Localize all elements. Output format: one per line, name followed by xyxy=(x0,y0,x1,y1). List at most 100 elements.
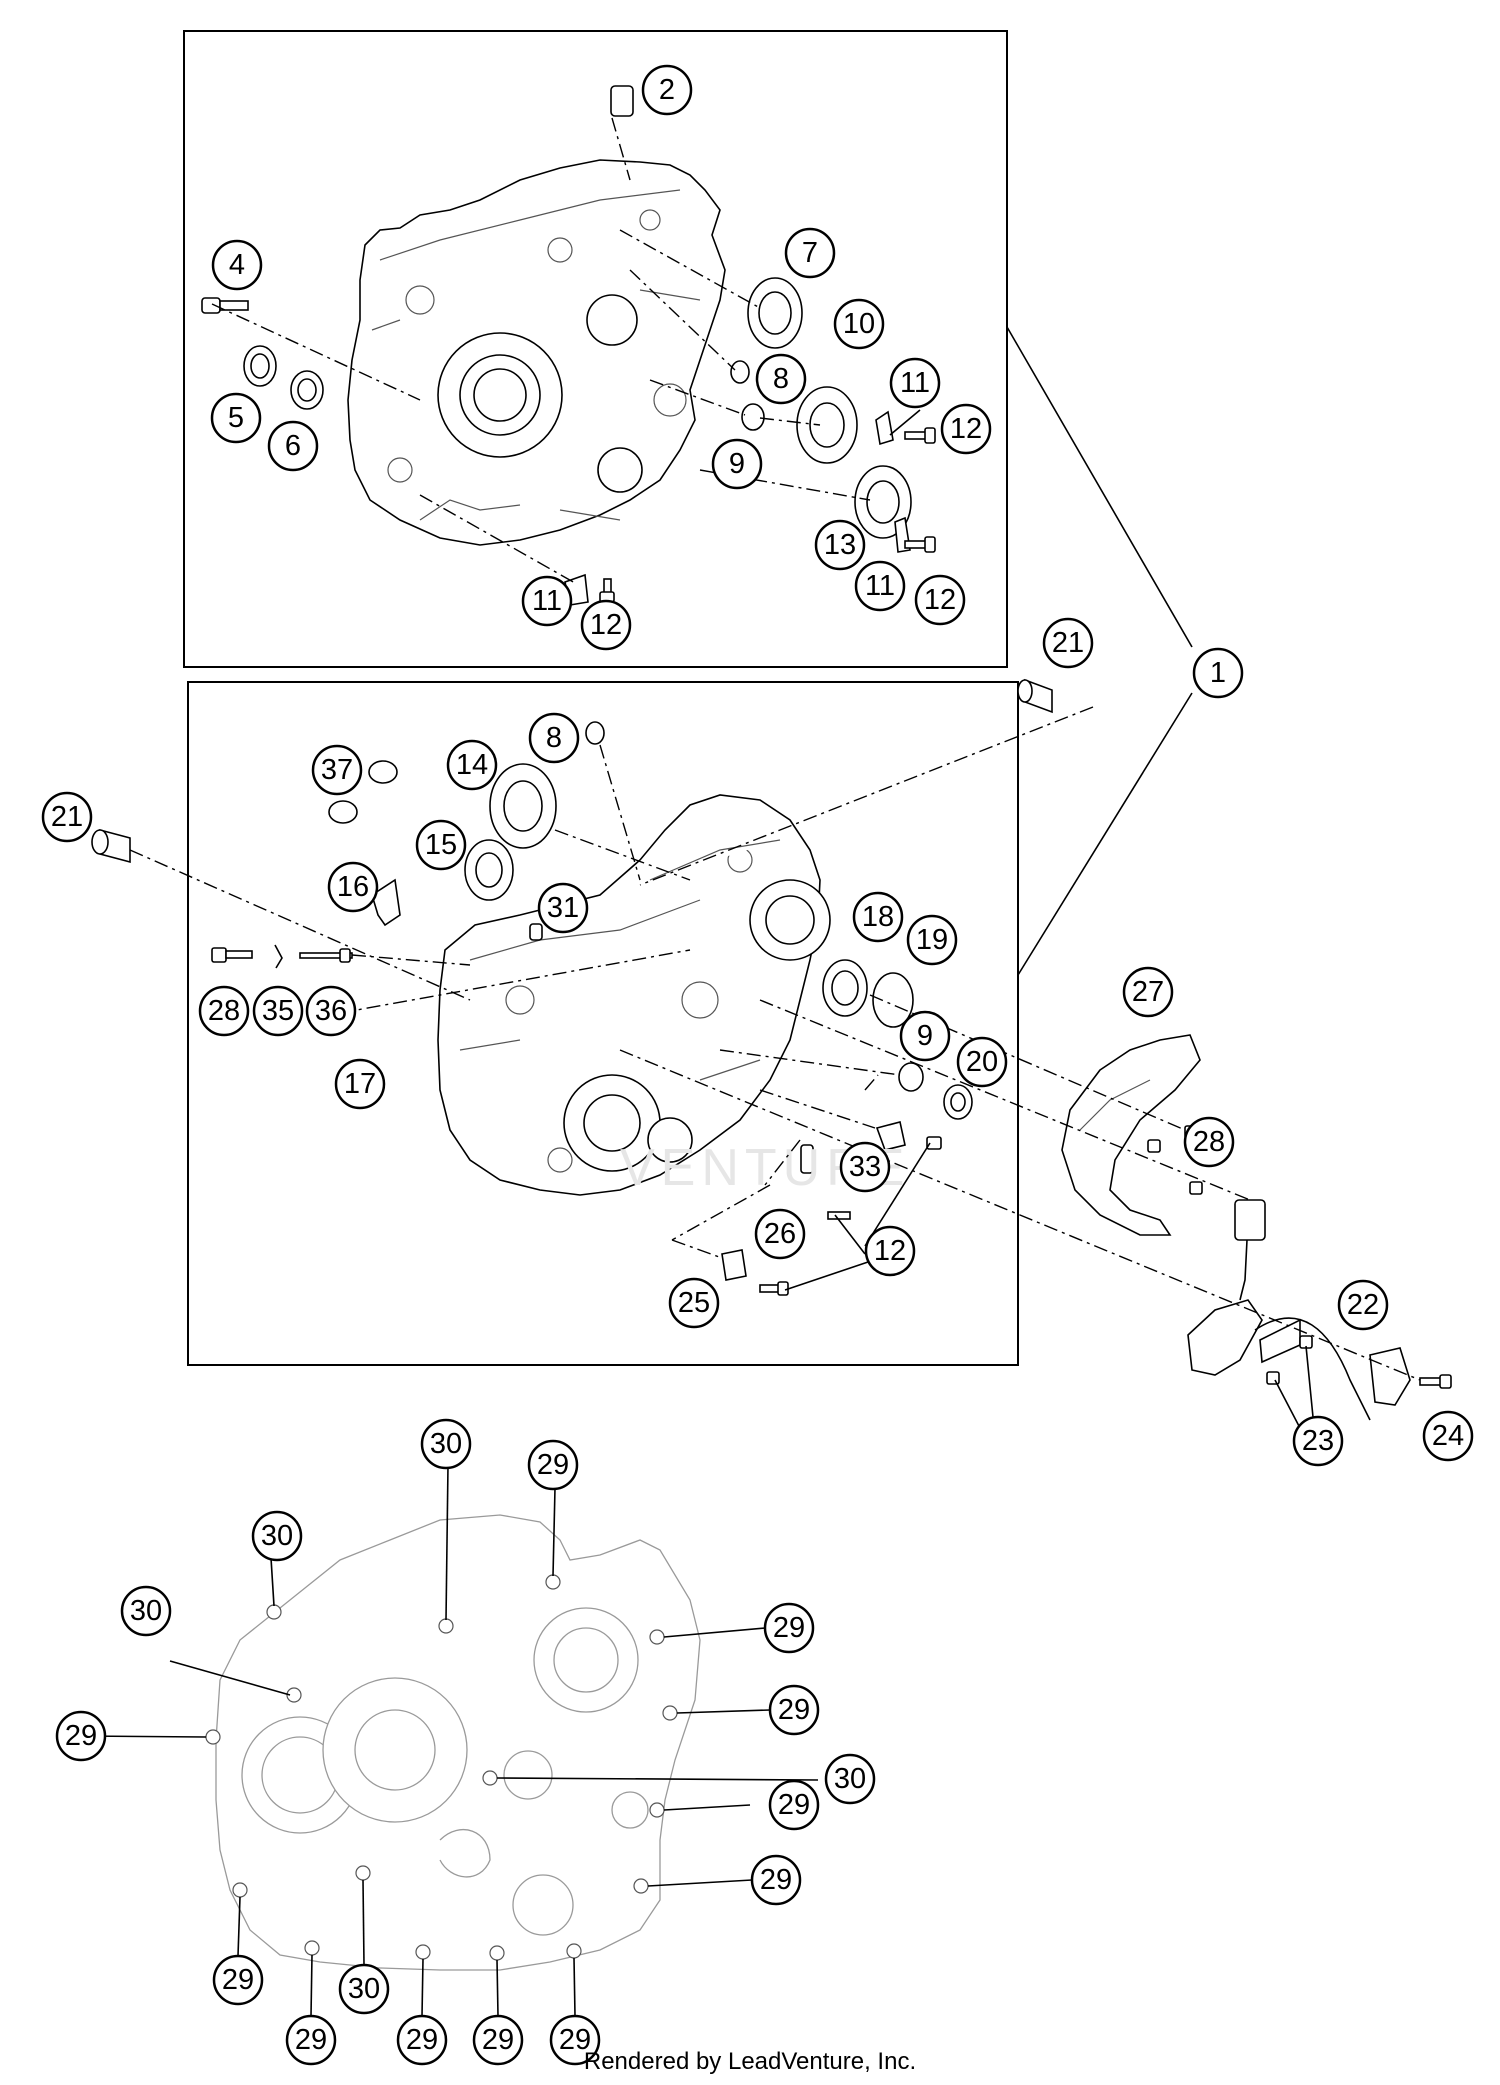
callout-20: 20 xyxy=(956,1036,1008,1088)
callout-12: 12 xyxy=(940,403,992,455)
callout-27: 27 xyxy=(1122,966,1174,1018)
svg-text:12: 12 xyxy=(924,584,956,616)
callout-29: 29 xyxy=(549,2014,601,2066)
svg-text:4: 4 xyxy=(229,249,245,281)
callout-9: 9 xyxy=(899,1010,951,1062)
callout-12: 12 xyxy=(914,574,966,626)
callout-17: 17 xyxy=(334,1058,386,1110)
callout-25: 25 xyxy=(668,1277,720,1329)
footer-credit: Rendered by LeadVenture, Inc. xyxy=(583,2048,917,2075)
callout-26: 26 xyxy=(754,1208,806,1260)
part-2-plug xyxy=(610,85,634,117)
callout-11: 11 xyxy=(889,357,941,409)
callout-15: 15 xyxy=(415,819,467,871)
svg-text:11: 11 xyxy=(532,585,562,617)
svg-text:29: 29 xyxy=(559,2024,591,2056)
upper-small-parts xyxy=(201,85,936,606)
svg-text:24: 24 xyxy=(1432,1420,1464,1452)
svg-text:20: 20 xyxy=(966,1046,998,1078)
callout-16: 16 xyxy=(327,861,379,913)
callout-6: 6 xyxy=(267,420,319,472)
callout-11: 11 xyxy=(521,575,573,627)
svg-text:21: 21 xyxy=(51,801,83,833)
svg-text:5: 5 xyxy=(228,402,244,434)
svg-text:9: 9 xyxy=(917,1020,933,1052)
svg-text:14: 14 xyxy=(456,749,488,781)
svg-text:28: 28 xyxy=(208,995,240,1027)
callout-29: 29 xyxy=(750,1854,802,1906)
svg-text:8: 8 xyxy=(546,722,562,754)
callout-33: 33 xyxy=(839,1141,891,1193)
callout-22: 22 xyxy=(1337,1279,1389,1331)
left-crankcase-half xyxy=(347,159,726,546)
svg-text:26: 26 xyxy=(764,1218,796,1250)
svg-text:18: 18 xyxy=(862,901,894,933)
callout-9: 9 xyxy=(711,438,763,490)
svg-text:19: 19 xyxy=(916,924,948,956)
svg-text:29: 29 xyxy=(295,2024,327,2056)
svg-text:29: 29 xyxy=(778,1694,810,1726)
svg-text:29: 29 xyxy=(537,1449,569,1481)
callout-8: 8 xyxy=(755,353,807,405)
callout-12: 12 xyxy=(580,599,632,651)
svg-text:6: 6 xyxy=(285,430,301,462)
svg-text:11: 11 xyxy=(865,570,895,602)
callout-29: 29 xyxy=(285,2014,337,2066)
callout-29: 29 xyxy=(212,1954,264,2006)
upper-group-frame xyxy=(183,30,1008,668)
svg-text:28: 28 xyxy=(1193,1126,1225,1158)
svg-text:1: 1 xyxy=(1210,657,1226,689)
svg-text:33: 33 xyxy=(849,1151,881,1183)
callout-8: 8 xyxy=(528,712,580,764)
leader-lines xyxy=(78,117,1421,2017)
callout-37: 37 xyxy=(311,744,363,796)
svg-text:9: 9 xyxy=(729,448,745,480)
callout-29: 29 xyxy=(768,1779,820,1831)
callout-18: 18 xyxy=(852,891,904,943)
svg-text:30: 30 xyxy=(130,1595,162,1627)
svg-text:30: 30 xyxy=(834,1763,866,1795)
svg-text:16: 16 xyxy=(337,871,369,903)
svg-text:12: 12 xyxy=(874,1235,906,1267)
svg-text:29: 29 xyxy=(773,1612,805,1644)
callout-layer: 1 2 4 5 6 7 8 9 10 11 12 13 11 12 11 12 … xyxy=(41,64,1474,2066)
callout-29: 29 xyxy=(396,2014,448,2066)
svg-text:12: 12 xyxy=(950,413,982,445)
callout-30: 30 xyxy=(420,1418,472,1470)
callout-11: 11 xyxy=(854,560,906,612)
callout-30: 30 xyxy=(338,1963,390,2015)
svg-text:21: 21 xyxy=(1052,627,1084,659)
callout-29: 29 xyxy=(768,1684,820,1736)
svg-text:29: 29 xyxy=(65,1720,97,1752)
svg-text:37: 37 xyxy=(321,754,353,786)
svg-text:8: 8 xyxy=(773,363,789,395)
part-27-cover xyxy=(1061,1034,1203,1236)
callout-2: 2 xyxy=(641,64,693,116)
svg-text:23: 23 xyxy=(1302,1425,1334,1457)
callout-30: 30 xyxy=(251,1510,303,1562)
callout-23: 23 xyxy=(1292,1415,1344,1467)
svg-text:17: 17 xyxy=(344,1068,376,1100)
part-22-sensor-harness xyxy=(1187,1199,1452,1421)
callout-1: 1 xyxy=(1192,647,1244,699)
svg-text:29: 29 xyxy=(760,1864,792,1896)
crankcase-bolt-pattern-view xyxy=(205,1514,701,1971)
svg-text:29: 29 xyxy=(482,2024,514,2056)
callout-12: 12 xyxy=(864,1225,916,1277)
svg-text:13: 13 xyxy=(824,529,856,561)
callout-36: 36 xyxy=(305,985,357,1037)
svg-text:22: 22 xyxy=(1347,1289,1379,1321)
svg-text:11: 11 xyxy=(900,367,930,399)
callout-29: 29 xyxy=(763,1602,815,1654)
svg-text:30: 30 xyxy=(348,1973,380,2005)
lower-small-parts xyxy=(91,678,1053,1296)
callout-29: 29 xyxy=(55,1710,107,1762)
callout-28: 28 xyxy=(198,985,250,1037)
svg-text:2: 2 xyxy=(659,74,675,106)
callout-29: 29 xyxy=(527,1439,579,1491)
callout-31: 31 xyxy=(537,882,589,934)
svg-text:35: 35 xyxy=(262,995,294,1027)
callout-19: 19 xyxy=(906,914,958,966)
callout-30: 30 xyxy=(824,1753,876,1805)
